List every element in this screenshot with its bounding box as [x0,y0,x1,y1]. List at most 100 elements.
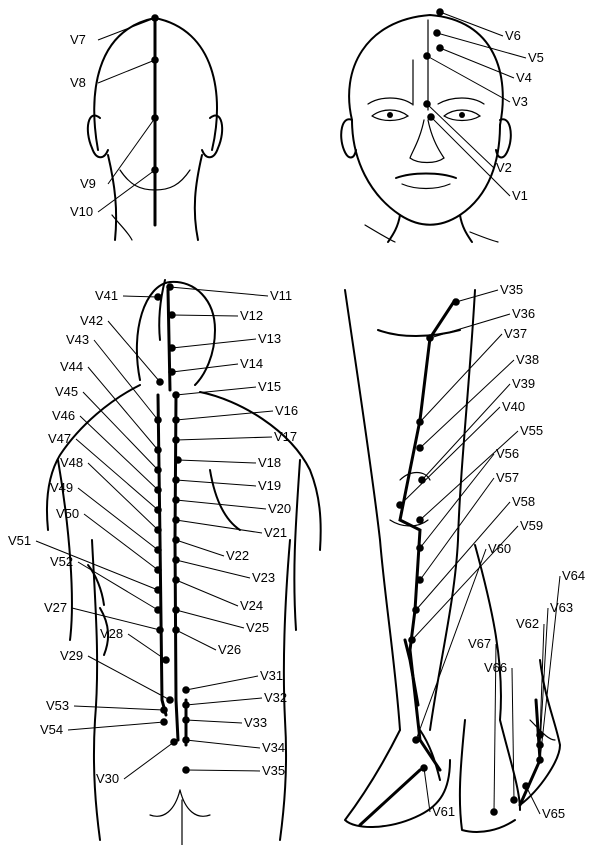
acupoint-v27: V27 [44,600,164,634]
acupoint-dot [416,418,424,426]
leader-line [171,363,239,373]
acupoint-v24: V24 [172,576,263,613]
acupoint-label: V67 [468,636,491,651]
acupoint-v44: V44 [60,359,162,454]
acupoint-v6: V6 [436,8,521,43]
acupoint-label: V20 [268,501,291,516]
acupoint-v39: V39 [418,376,535,484]
acupoint-v4: V4 [436,44,532,85]
acupoint-dot [154,606,162,614]
leader-line [423,767,431,813]
acupoint-v38: V38 [416,352,539,452]
acupoint-v47: V47 [48,431,162,514]
acupoint-v9: V9 [80,114,159,191]
acupoint-dot [182,716,190,724]
acupoint-label: V33 [244,715,267,730]
leader-line [439,11,504,37]
acupoint-label: V4 [516,70,532,85]
acupoint-label: V43 [66,332,89,347]
acupoint-dot [423,100,431,108]
acupoint-dot [490,808,498,816]
acupoint-v15: V15 [172,379,281,399]
leader-line [185,697,263,706]
acupoint-v52: V52 [50,554,162,614]
acupoint-dot [416,444,424,452]
acupoint-label: V1 [512,188,528,203]
acupoint-dot [416,576,424,584]
acupoint-v61: V61 [420,764,455,819]
acupoint-label: V18 [258,455,281,470]
acupoint-dot [154,506,162,514]
acupoint-dot [168,368,176,376]
acupoint-v58: V58 [412,494,535,614]
acupoint-dot [172,476,180,484]
acupoint-v50: V50 [56,506,162,574]
acupoint-v12: V12 [168,308,263,323]
acupoint-v17: V17 [172,429,297,444]
acupoint-dot [536,741,544,749]
acupoint-dot [168,311,176,319]
acupoint-v37: V37 [416,326,527,426]
acupoint-v1: V1 [427,113,528,203]
leader-line [185,675,259,691]
acupoint-label: V56 [496,446,519,461]
acupoint-dot [156,378,164,386]
acupoint-label: V2 [496,160,512,175]
acupoint-dot [416,516,424,524]
acupoint-label: V5 [528,50,544,65]
acupoint-label: V61 [432,804,455,819]
acupoint-dot [452,298,460,306]
acupoint-v53: V53 [46,698,168,714]
acupoint-v18: V18 [174,455,281,470]
acupoint-label: V17 [274,429,297,444]
acupoint-dot [510,796,518,804]
leader-line [83,513,159,571]
leader-line [419,477,495,581]
acupoint-v42: V42 [80,313,164,386]
leader-line [175,519,263,534]
leader-line [73,705,165,711]
acupoint-label: V13 [258,331,281,346]
acupoint-v45: V45 [55,384,162,474]
leader-line [511,667,515,801]
acupoint-label: V10 [70,204,93,219]
acupoint-dot [154,566,162,574]
acupoint-dot [151,114,159,122]
acupoint-dot [162,656,170,664]
acupoint-v14: V14 [168,356,263,376]
acupoint-dot [427,113,435,121]
acupoint-dot [420,764,428,772]
leader-line [419,453,495,549]
acupoint-dot [160,718,168,726]
acupoint-dot [154,546,162,554]
acupoint-label: V37 [504,326,527,341]
acupoint-v23: V23 [172,556,275,585]
leader-line [429,313,511,339]
acupoint-dot [182,766,190,774]
acupoint-v25: V25 [172,606,269,635]
acupoint-label: V34 [262,740,285,755]
leader-line [421,383,511,481]
leader-line [127,633,167,661]
acupoint-dot [172,516,180,524]
acupoint-v67: V67 [468,636,498,816]
leader-line [97,169,156,213]
acupoint-label: V60 [488,541,511,556]
acupoint-dot [166,696,174,704]
leg-figure [344,289,561,833]
acupoint-label: V44 [60,359,83,374]
acupoint-label: V51 [8,533,31,548]
acupoint-label: V27 [44,600,67,615]
acupoint-label: V14 [240,356,263,371]
acupoint-label: V49 [50,480,73,495]
acupoint-label: V63 [550,600,573,615]
acupoint-label: V3 [512,94,528,109]
acupoint-dot [408,636,416,644]
acupoint-dot [182,686,190,694]
acupoint-label: V21 [264,525,287,540]
acupoint-label: V48 [60,455,83,470]
leader-line [79,415,159,491]
acupoint-dot [160,706,168,714]
leader-line [169,286,269,297]
